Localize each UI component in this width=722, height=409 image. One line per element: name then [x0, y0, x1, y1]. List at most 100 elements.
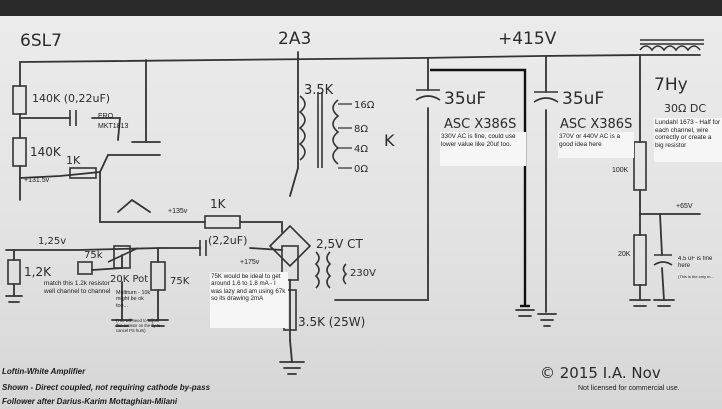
- label-175v: +175v: [240, 259, 260, 266]
- pot-wiper: [107, 247, 139, 263]
- label-2-2uf: (2,2uF): [208, 234, 247, 247]
- note-cap2: 370V or 440V AC is a good idea here: [559, 133, 620, 148]
- ground-symbol: [653, 299, 675, 307]
- supply-voltage-label: +415V: [498, 29, 557, 49]
- note-only-rc: (This is the only m...: [678, 274, 714, 279]
- components: [7, 39, 704, 331]
- label-3-5k-25w: 3.5K (25W): [298, 315, 365, 329]
- note-lundahl-bg: [654, 118, 722, 162]
- label-20k: 20K: [618, 251, 631, 258]
- copyright: © 2015 I.A. Nov: [540, 364, 661, 382]
- note-adjust: (You will need to adjust this resistor o…: [116, 318, 160, 333]
- cap-35uf-2: [533, 91, 559, 103]
- tube-2a3: [268, 224, 312, 268]
- wire: [91, 117, 121, 141]
- wire: [99, 171, 206, 223]
- label-140k-mid: 140K: [30, 145, 62, 159]
- title-line-3: Follower after Darius-Karim Mottaghian-M…: [2, 397, 178, 406]
- label-20k-pot: 20K Pot: [110, 274, 148, 285]
- resistor-20k: [633, 234, 647, 286]
- filament-coil: [326, 251, 332, 289]
- handwritten-labels: 6SL7 2A3 +415V 140K (0,22uF) ERO MKT1813…: [20, 29, 706, 329]
- note-multiturn: Multiturn - 10k might be ok too...: [116, 290, 150, 309]
- cap-4-5uf: [653, 254, 673, 266]
- title-block: Loftin-White Amplifier Shown - Direct co…: [2, 367, 211, 406]
- label-cap2-value: 35uF: [562, 89, 604, 109]
- label-choke-7hy: 7Hy: [654, 75, 688, 95]
- wire: [639, 189, 701, 215]
- note-cap2-bg: [558, 132, 634, 158]
- label-140k-top: 140K (0,22uF): [32, 92, 110, 105]
- note-match: match this 1.2k resistor well channel to…: [44, 280, 110, 295]
- choke-coil: [639, 45, 701, 52]
- label-cap1-value: 35uF: [444, 89, 486, 109]
- label-1k-mid: 1K: [210, 197, 227, 211]
- label-mkt1813: MKT1813: [98, 123, 128, 130]
- note-4-5uf: 4.5 uF is fine here: [678, 256, 712, 269]
- ground-return: [430, 68, 527, 306]
- tube-2a3-base: [281, 245, 299, 281]
- note-75k-bg: [210, 272, 288, 328]
- ground-symbol: [147, 319, 169, 327]
- wire: [19, 154, 109, 179]
- tube-label-6sl7: 6SL7: [20, 31, 62, 51]
- label-ot-3-5k: 3.5K: [304, 83, 334, 98]
- resistor-1-2k: [7, 259, 21, 285]
- grounds: [5, 295, 675, 375]
- ot-taps: [338, 103, 352, 169]
- ground-symbol: [537, 313, 557, 327]
- tube-symbol: [117, 198, 151, 213]
- label-230v: 230V: [350, 268, 376, 279]
- paper-top-edge: [0, 0, 722, 16]
- label-tap-0: 0Ω: [354, 164, 368, 175]
- note-lundahl: Lundahl 1673 - Half for each channel, wi…: [655, 119, 720, 149]
- label-1-2k: 1,2K: [24, 265, 52, 279]
- resistor-100k: [633, 141, 647, 191]
- label-cap2-brand: ASC X386S: [560, 117, 632, 132]
- label-75k-a: 75k: [84, 250, 103, 261]
- ground-symbol: [279, 361, 305, 375]
- resistor-140k-top: [12, 85, 27, 115]
- wire: [289, 339, 293, 363]
- label-tap-16: 16Ω: [354, 100, 375, 111]
- label-1k-left: 1K: [66, 154, 81, 167]
- wiring: [5, 51, 701, 363]
- ground-symbol: [5, 295, 23, 303]
- b-plus-rail: [19, 54, 641, 63]
- label-cap1-brand: ASC X386S: [444, 117, 516, 132]
- label-tap-8: 8Ω: [354, 124, 368, 135]
- license-note: Not licensed for commercial use.: [578, 385, 680, 392]
- label-tap-k: K: [384, 131, 395, 150]
- title-line-2: Shown - Direct coupled, not requiring ca…: [2, 383, 211, 392]
- resistor-1k-mid: [204, 215, 241, 229]
- title-line-1: Loftin-White Amplifier: [2, 367, 86, 376]
- label-2-5v-ct: 2,5V CT: [316, 237, 363, 251]
- wire: [334, 107, 429, 301]
- pot-20k: [113, 245, 131, 269]
- resistor-140k-mid: [12, 137, 27, 167]
- label-choke-30r: 30Ω DC: [664, 102, 706, 115]
- label-75k-b: 75K: [170, 276, 190, 287]
- note-75k: 75K would be ideal to get around 1.6 to …: [211, 273, 285, 302]
- tube-label-2a3: 2A3: [278, 29, 311, 49]
- wire: [661, 267, 665, 301]
- cap-35uf-1: [415, 89, 441, 101]
- ground-symbol: [111, 319, 133, 327]
- ground-symbol: [515, 309, 535, 317]
- label-135v: +135v: [168, 208, 188, 215]
- note-cap1-bg: [440, 132, 526, 166]
- label-125v: 1,25v: [38, 236, 66, 247]
- label-131v: +131.5v: [24, 177, 50, 184]
- ground-symbol: [629, 299, 651, 307]
- label-tap-4: 4Ω: [354, 144, 368, 155]
- label-ero: ERO: [98, 113, 114, 120]
- mains-coil: [342, 263, 348, 285]
- filament-coil: [314, 251, 320, 289]
- resistor-1k-left: [69, 167, 97, 179]
- label-65v: +65V: [676, 203, 693, 210]
- label-100k: 100K: [612, 167, 629, 174]
- wire: [5, 247, 161, 251]
- output-transformer-secondary: [332, 99, 340, 165]
